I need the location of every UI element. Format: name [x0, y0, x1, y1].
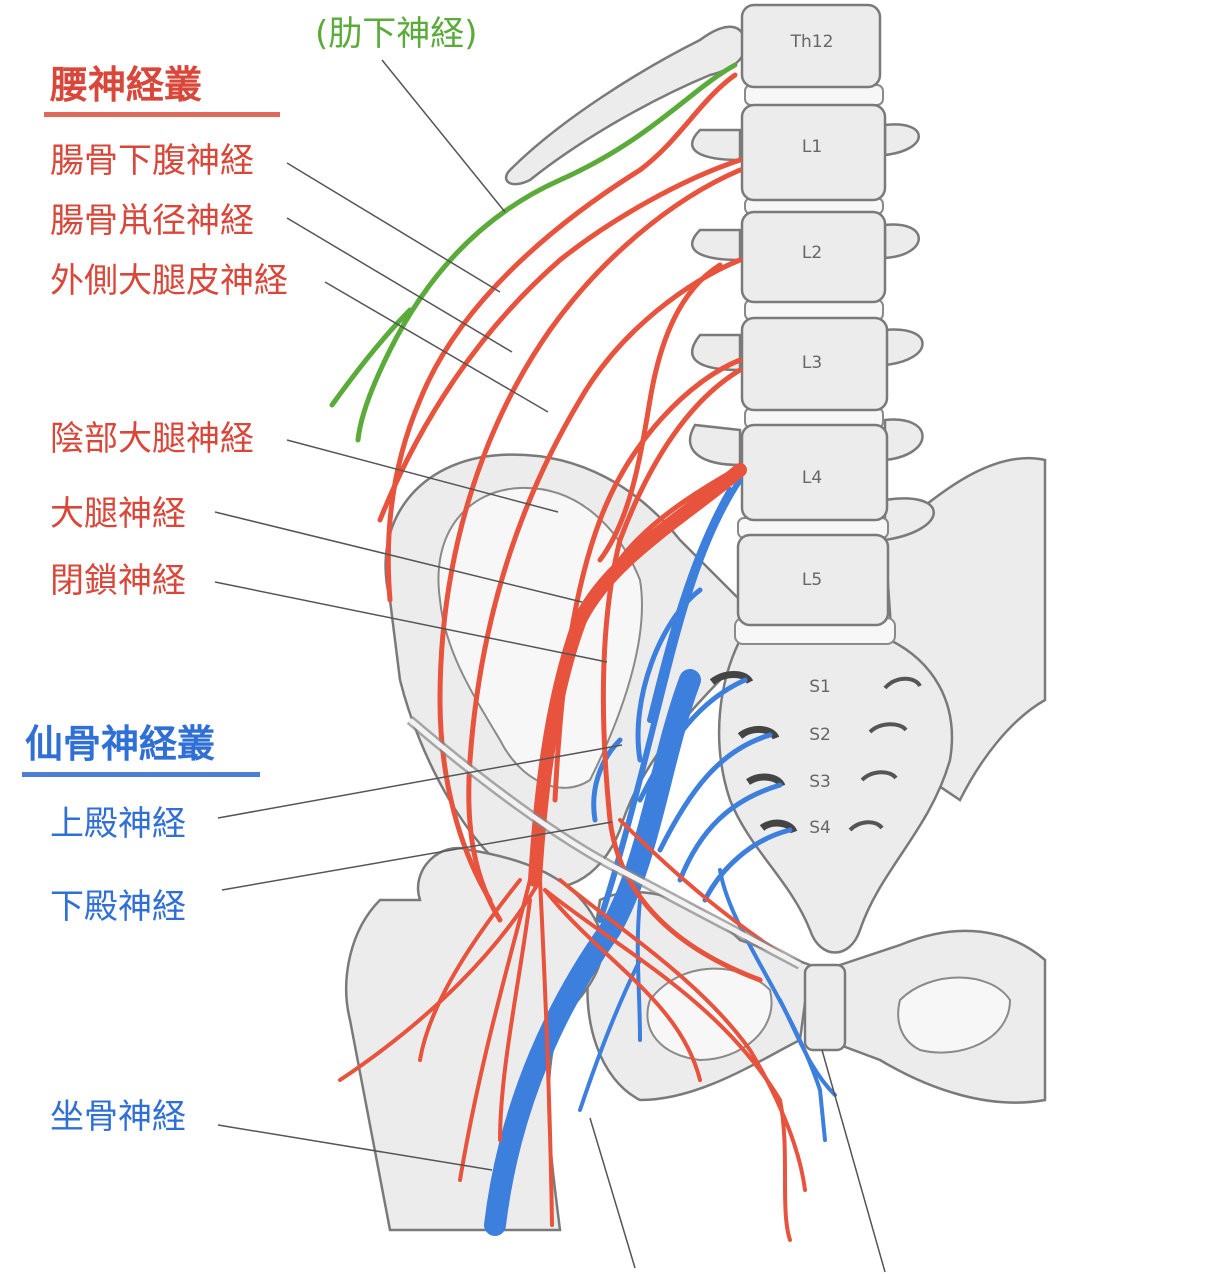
vertebra-label: L5 — [802, 570, 822, 590]
sacral-label: S2 — [809, 725, 831, 745]
label-iliohypogastric: 腸骨下腹神経 — [50, 141, 254, 181]
vertebra-label: L1 — [802, 137, 822, 157]
label-genitofemoral: 陰部大腿神経 — [50, 419, 254, 459]
label-femoral: 大腿神経 — [50, 494, 186, 534]
subcostal-nerve — [355, 62, 738, 443]
label-lateral-femoral-cutaneous: 外側大腿皮神経 — [50, 261, 288, 301]
heading-lumbar-plexus: 腰神経叢 — [50, 63, 202, 107]
label-inferior-gluteal: 下殿神経 — [50, 887, 186, 927]
label-obturator: 閉鎖神経 — [50, 561, 186, 601]
vertebra-label: Th12 — [790, 32, 834, 52]
vertebra-label: L3 — [802, 353, 822, 373]
sacral-underline — [22, 772, 260, 777]
sacral-label: S4 — [809, 818, 831, 838]
spine: Th12 L1 L2 L3 L4 L5 — [688, 3, 935, 645]
label-ilioinguinal: 腸骨鼡径神経 — [50, 201, 254, 241]
lumbar-underline — [44, 112, 280, 117]
vertebra-l1 — [740, 103, 887, 202]
vertebra-label: L2 — [802, 243, 822, 263]
vertebra-l3 — [740, 316, 889, 412]
sacral-label: S3 — [809, 772, 831, 792]
label-superior-gluteal: 上殿神経 — [50, 804, 186, 844]
lumbar-plexus-nerves — [338, 72, 807, 1242]
rib-12 — [504, 25, 747, 186]
vertebra-label: L4 — [802, 468, 822, 488]
vertebra-th12 — [740, 3, 882, 89]
label-subcostal: (肋下神経) — [315, 14, 478, 54]
vertebra-l2 — [740, 210, 887, 304]
subcostal-nerve-branch — [329, 307, 413, 408]
sacral-label: S1 — [809, 677, 831, 697]
leader-lines — [214, 59, 886, 1273]
heading-sacral-plexus: 仙骨神経叢 — [25, 722, 215, 766]
sacral-foramina: S1 S2 S3 S4 — [709, 671, 922, 838]
pelvis — [345, 453, 1047, 1232]
label-sciatic: 坐骨神経 — [50, 1097, 186, 1137]
vertebra-l5 — [736, 533, 890, 627]
